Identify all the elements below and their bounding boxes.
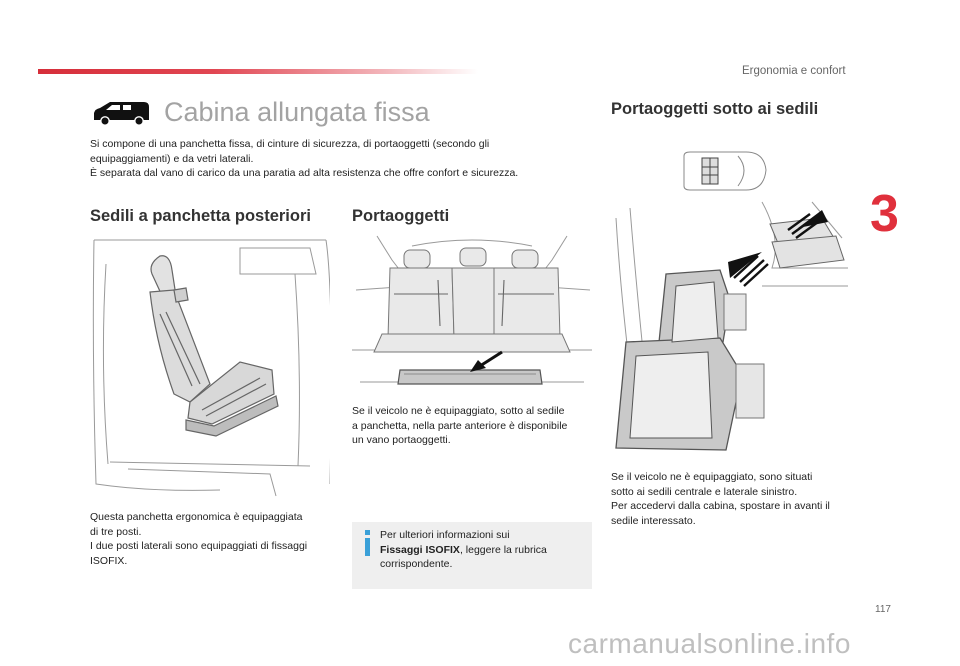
bench-line: Questa panchetta ergonomica è equipaggia… — [90, 511, 303, 523]
storage-line: Se il veicolo ne è equipaggiato, sotto a… — [352, 405, 565, 417]
chapter-number: 3 — [870, 185, 899, 243]
watermark: carmanualsonline.info — [568, 628, 851, 659]
bench-line: di tre posti. — [90, 525, 142, 538]
info-icon — [365, 530, 370, 556]
storage-description: Se il veicolo ne è equipaggiato, sotto a… — [352, 404, 567, 448]
info-text: Per ulteriori informazioni sui Fissaggi … — [380, 528, 547, 572]
under-seat-description: Se il veicolo ne è equipaggiato, sono si… — [611, 470, 830, 528]
bench-line: ISOFIX. — [90, 554, 128, 567]
info-box: Per ulteriori informazioni sui Fissaggi … — [352, 522, 592, 589]
storage-line: un vano portaoggetti. — [352, 434, 451, 446]
storage-compartment-illustration — [352, 235, 592, 385]
under-seat-line: sedile interessato. — [611, 514, 696, 527]
under-seat-line: sotto ai sedili centrale e laterale sini… — [611, 485, 798, 498]
under-seat-line: Se il veicolo ne è equipaggiato, sono si… — [611, 471, 813, 483]
intro-text: Si compone di una panchetta fissa, di ci… — [90, 137, 570, 181]
car-topview-icon — [683, 151, 767, 191]
under-seat-storage-illustration — [615, 201, 848, 451]
bench-section-title: Sedili a panchetta posteriori — [90, 207, 311, 225]
header-accent-bar — [38, 69, 478, 74]
info-line-rest: , leggere la rubrica — [459, 543, 547, 556]
under-seat-line: Per accedervi dalla cabina, spostare in … — [611, 500, 830, 512]
info-line: corrispondente. — [380, 558, 453, 570]
info-line: Per ulteriori informazioni sui — [380, 529, 510, 541]
intro-line: equipaggiamenti) e da vetri laterali. — [90, 152, 254, 165]
storage-section-title: Portaoggetti — [352, 207, 450, 225]
page-number: 117 — [875, 604, 891, 615]
under-seat-section-title: Portaoggetti sotto ai sedili — [611, 100, 819, 118]
intro-line: Si compone di una panchetta fissa, di ci… — [90, 138, 490, 150]
storage-line: a panchetta, nella parte anteriore è dis… — [352, 419, 568, 432]
info-link-isofix[interactable]: Fissaggi ISOFIX — [380, 543, 460, 556]
page-title: Cabina allungata fissa — [164, 97, 430, 127]
section-header: Ergonomia e confort — [742, 65, 846, 77]
rear-bench-illustration — [92, 239, 330, 497]
van-icon — [94, 102, 149, 126]
bench-line: I due posti laterali sono equipaggiati d… — [90, 540, 308, 552]
info-line: Fissaggi ISOFIX, leggere la rubrica — [380, 543, 547, 558]
bench-description: Questa panchetta ergonomica è equipaggia… — [90, 510, 307, 568]
intro-line: È separata dal vano di carico da una par… — [90, 167, 519, 179]
